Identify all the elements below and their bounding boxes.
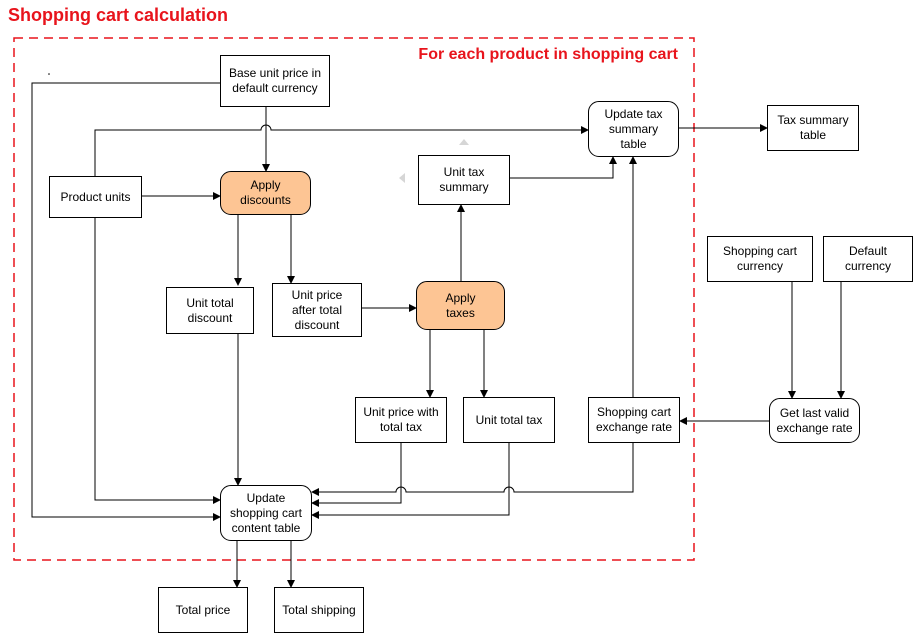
node-update-cart-content[interactable]: Update shopping cart content table — [220, 485, 312, 541]
node-unit-total-tax[interactable]: Unit total tax — [463, 397, 555, 443]
node-tax-summary-table[interactable]: Tax summary table — [767, 105, 859, 151]
node-base-unit-price[interactable]: Base unit price in default currency — [220, 55, 330, 107]
node-update-cart-content-label: Update shopping cart content table — [229, 490, 303, 535]
node-cart-exchange-rate-label: Shopping cart exchange rate — [595, 405, 673, 434]
node-update-tax-summary-label: Update tax summary table — [604, 106, 663, 151]
node-unit-price-after-discount[interactable]: Unit price after total discount — [272, 283, 362, 337]
node-cart-exchange-rate[interactable]: Shopping cart exchange rate — [588, 397, 680, 443]
edge-units-to-cart — [94, 218, 221, 504]
node-unit-tax-summary-label: Unit tax summary — [439, 165, 489, 194]
node-unit-tax-summary[interactable]: Unit tax summary — [418, 155, 510, 205]
edge-base-to-cart — [31, 82, 221, 521]
edge-unittax-to-taxsummary — [510, 156, 617, 179]
edge-totaltax-to-cart — [311, 443, 510, 519]
node-total-shipping[interactable]: Total shipping — [274, 587, 364, 633]
node-unit-total-discount[interactable]: Unit total discount — [166, 287, 254, 334]
node-unit-total-tax-label: Unit total tax — [475, 412, 543, 427]
node-update-tax-summary[interactable]: Update tax summary table — [588, 101, 679, 157]
node-default-currency[interactable]: Default currency — [823, 236, 913, 282]
node-total-shipping-label: Total shipping — [282, 602, 356, 617]
node-apply-taxes[interactable]: Apply taxes — [416, 281, 505, 330]
node-cart-currency[interactable]: Shopping cart currency — [707, 236, 813, 282]
loop-label: For each product in shopping cart — [418, 46, 678, 63]
node-unit-price-after-discount-label: Unit price after total discount — [291, 287, 343, 332]
node-total-price-label: Total price — [175, 602, 231, 617]
node-apply-discounts[interactable]: Apply discounts — [220, 171, 311, 215]
node-tax-summary-table-label: Tax summary table — [777, 113, 849, 142]
faint-left-arrow-icon — [399, 173, 405, 183]
node-get-exchange-rate[interactable]: Get last valid exchange rate — [769, 398, 860, 443]
node-cart-currency-label: Shopping cart currency — [722, 244, 798, 273]
node-unit-total-discount-label: Unit total discount — [186, 295, 234, 325]
node-base-unit-price-label: Base unit price in default currency — [228, 66, 322, 95]
node-get-exchange-rate-label: Get last valid exchange rate — [776, 405, 853, 435]
node-apply-discounts-label: Apply discounts — [240, 178, 291, 207]
edge-units-to-taxsummary — [94, 124, 589, 176]
node-apply-taxes-label: Apply taxes — [445, 290, 476, 320]
edge-pricewithtax-to-cart — [311, 443, 402, 507]
node-unit-price-with-tax[interactable]: Unit price with total tax — [355, 397, 447, 443]
node-default-currency-label: Default currency — [844, 244, 891, 273]
node-total-price[interactable]: Total price — [158, 587, 248, 633]
edge-exchange-to-cart — [311, 443, 634, 496]
node-unit-price-with-tax-label: Unit price with total tax — [363, 405, 439, 434]
node-product-units[interactable]: Product units — [49, 176, 142, 218]
stray-dot — [48, 73, 50, 75]
faint-up-arrow-icon — [459, 139, 469, 145]
node-product-units-label: Product units — [60, 189, 131, 204]
diagram-title: Shopping cart calculation — [8, 5, 229, 25]
